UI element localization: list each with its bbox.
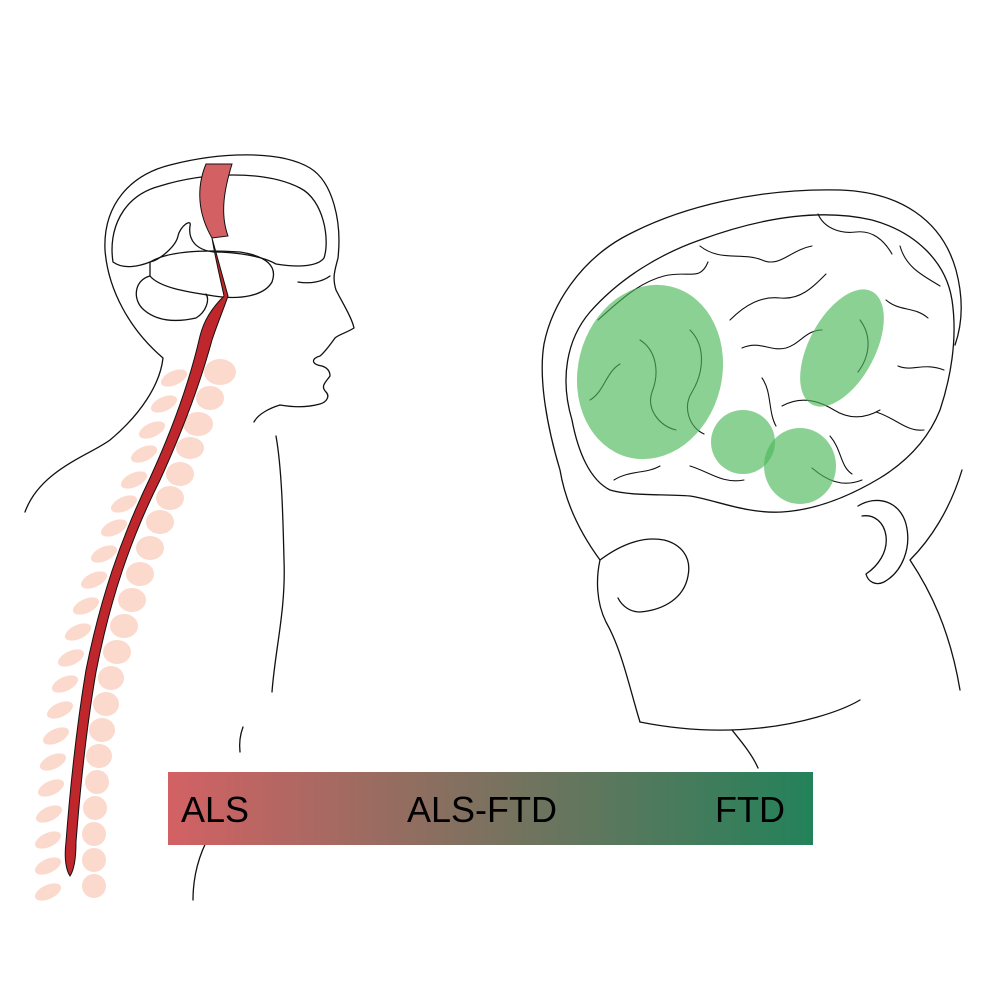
cerebellum-outline <box>135 275 209 322</box>
als-label: ALS <box>181 789 249 830</box>
vertebra-body <box>146 510 174 534</box>
vertebra-body <box>82 822 106 846</box>
vertebra-body <box>126 562 154 586</box>
torso-mark-1 <box>238 726 244 753</box>
vertebra-body <box>98 666 124 690</box>
vertebra-process <box>35 805 63 823</box>
vertebra-body <box>93 692 119 716</box>
vertebra-body <box>110 614 138 638</box>
spinal-cord <box>64 237 229 877</box>
head-profile-outline <box>24 154 355 513</box>
vertebra-body <box>89 718 115 742</box>
ftd-label: FTD <box>715 789 785 830</box>
vertebra-body <box>103 640 131 664</box>
face-crease <box>297 275 331 284</box>
face-contour <box>599 538 690 613</box>
vertebra-body <box>82 848 106 872</box>
cerebrum-outline <box>111 174 327 268</box>
brain-outline <box>565 214 955 513</box>
vertebra-process <box>138 421 166 439</box>
disease-spectrum-bar: ALS ALS-FTD FTD <box>168 772 813 845</box>
als-profile-figure <box>24 154 355 901</box>
vertebra-process <box>90 545 118 563</box>
vertebra-process <box>120 471 148 489</box>
anterior-temporal-region <box>711 410 775 474</box>
vertebra-process <box>150 395 178 413</box>
back-head-line <box>909 469 963 691</box>
vertebra-process <box>57 649 85 667</box>
head-outline <box>541 189 962 723</box>
als-ftd-label: ALS-FTD <box>407 789 557 830</box>
vertebra-process <box>34 857 62 875</box>
vertebra-process <box>100 519 128 537</box>
vertebra-body <box>85 770 109 794</box>
vertebra-process <box>160 369 188 387</box>
vertebra-process <box>34 883 62 901</box>
vertebra-body <box>183 412 213 436</box>
vertebra-process <box>42 727 70 745</box>
temporal-lobe-outline <box>149 250 275 299</box>
vertebra-body <box>86 744 112 768</box>
parietal-region <box>800 289 884 407</box>
vertebra-body <box>204 359 236 385</box>
vertebral-column <box>34 359 236 901</box>
neck-front-outline <box>271 435 285 693</box>
temporal-pole-region <box>764 428 836 504</box>
vertebra-process <box>46 701 74 719</box>
ear-contour <box>857 499 909 585</box>
vertebra-body <box>196 386 224 410</box>
vertebra-process <box>51 675 79 693</box>
vertebra-body <box>118 588 146 612</box>
vertebra-process <box>72 597 100 615</box>
affected-regions <box>576 284 884 504</box>
neck-line <box>731 729 759 769</box>
jaw-line <box>639 699 861 731</box>
vertebra-process <box>130 445 158 463</box>
chin-underside-outline <box>253 404 281 423</box>
vertebra-process <box>64 623 92 641</box>
ftd-head-figure <box>541 189 963 769</box>
vertebra-body <box>166 462 194 486</box>
vertebra-process <box>110 495 138 513</box>
spectrum-gradient <box>168 772 813 845</box>
vertebra-process <box>39 753 67 771</box>
vertebra-process <box>37 779 65 797</box>
motor-cortex-band <box>199 163 233 239</box>
frontal-lobe-region <box>576 284 724 460</box>
vertebra-body <box>176 437 204 459</box>
vertebra-body <box>83 796 107 820</box>
vertebra-body <box>82 874 106 898</box>
vertebra-body <box>136 536 164 560</box>
vertebra-body <box>156 486 184 510</box>
vertebra-process <box>80 571 108 589</box>
vertebra-process <box>34 831 62 849</box>
